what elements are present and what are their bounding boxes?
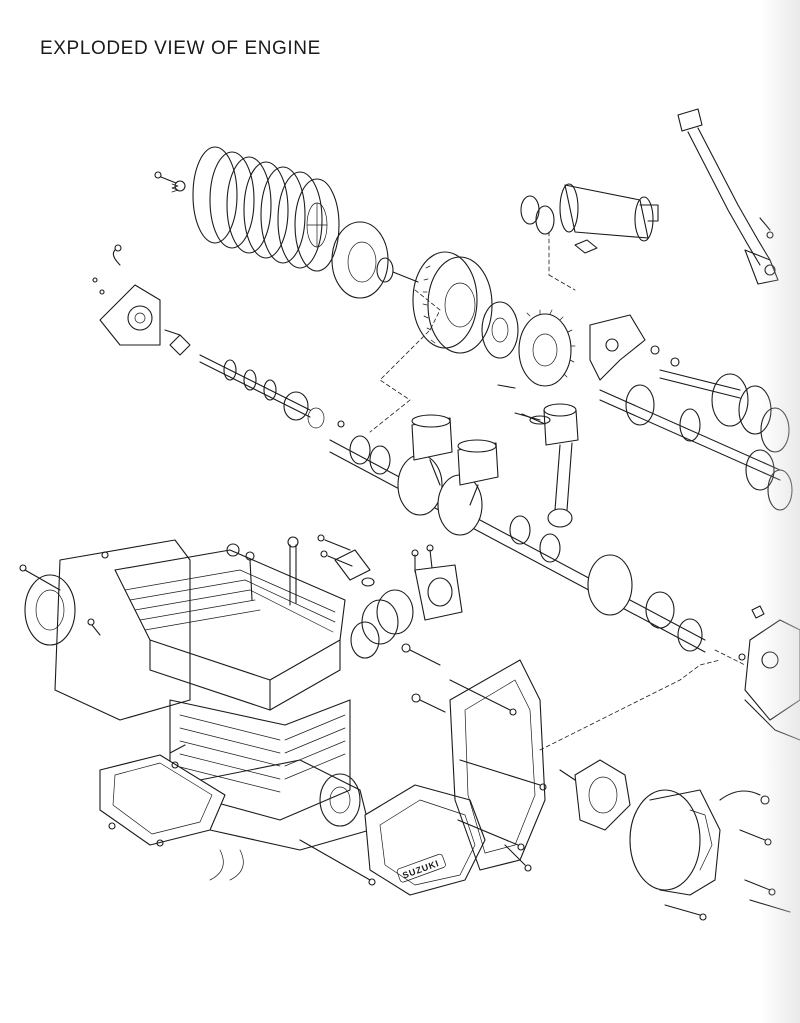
piston-right xyxy=(457,439,499,506)
clutch-cover: SUZUKI xyxy=(364,784,486,896)
page-title: EXPLODED VIEW OF ENGINE xyxy=(40,38,321,59)
oil-pan xyxy=(99,744,226,847)
starter-gear xyxy=(481,301,576,425)
carburetor xyxy=(350,544,463,659)
clutch-spring-bolts xyxy=(154,171,186,193)
intake-bolts xyxy=(317,534,375,587)
cylinder-head xyxy=(114,536,346,711)
leader-lines xyxy=(369,289,746,751)
side-cover xyxy=(449,659,546,872)
ignition-stator xyxy=(92,244,191,356)
crankshaft xyxy=(329,435,706,653)
clutch-hub xyxy=(331,221,419,299)
starter-motor xyxy=(520,183,659,291)
clutch-plates xyxy=(192,146,340,272)
alternator-rotor xyxy=(559,759,631,831)
primary-driven-gear xyxy=(412,251,493,354)
piston-left xyxy=(411,414,453,486)
page-edge-shadow xyxy=(760,0,800,1023)
shift-shaft-assembly xyxy=(199,354,345,429)
crankcase-upper xyxy=(19,539,191,721)
shift-cam-bracket xyxy=(589,314,680,381)
cover-bolts xyxy=(87,551,547,851)
piston-rear xyxy=(514,403,579,528)
